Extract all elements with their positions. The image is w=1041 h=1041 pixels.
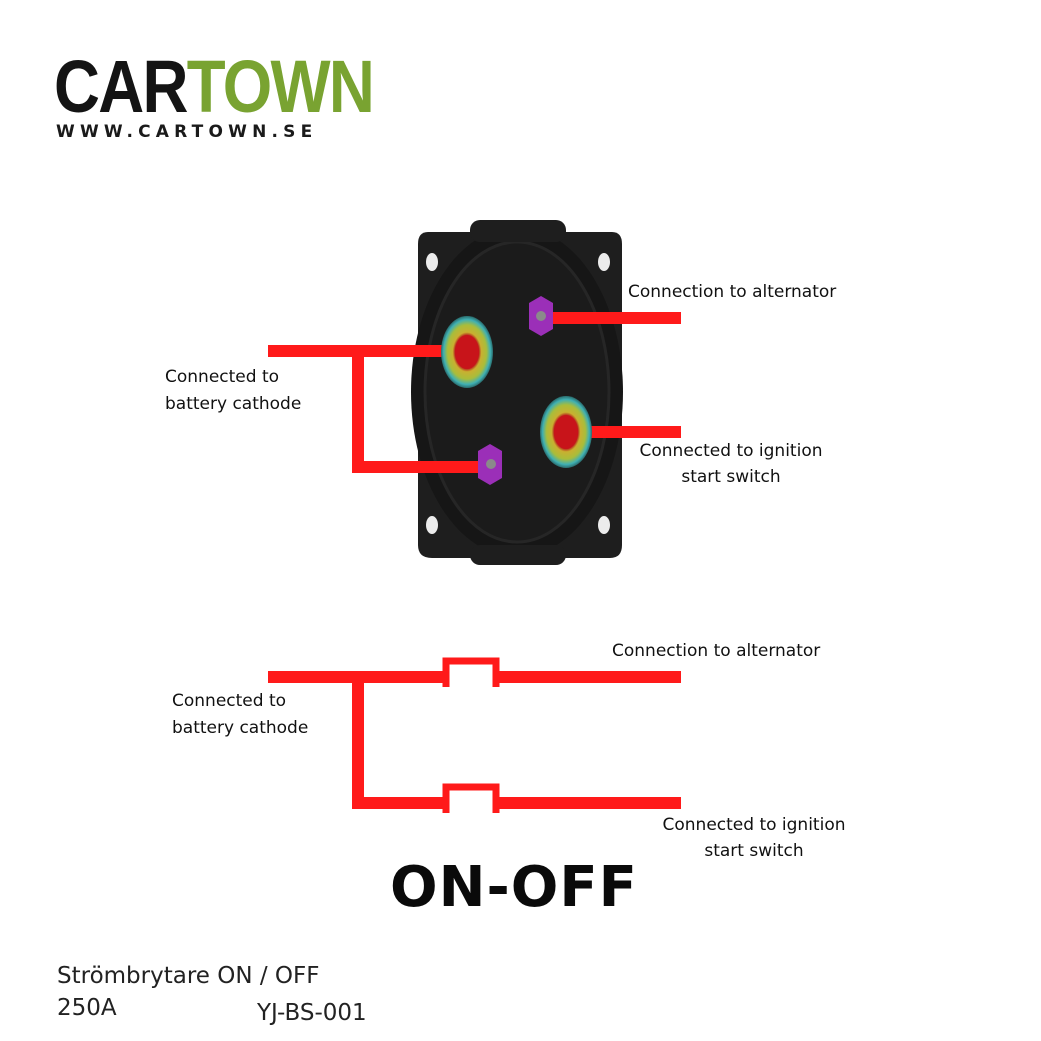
terminal-stud-icon xyxy=(441,316,493,388)
switch-body-icon xyxy=(411,220,623,565)
nut-icon xyxy=(529,296,553,336)
top-label-ignition-line1: Connected to ignition xyxy=(639,441,823,461)
product-rating: 250A xyxy=(57,995,117,1021)
top-label-battery-line2: battery cathode xyxy=(165,394,302,414)
schematic-label-ignition: Connected to ignition start switch xyxy=(643,812,865,864)
schematic-label-battery-line1: Connected to xyxy=(172,691,287,711)
nut-icon xyxy=(478,444,502,485)
top-label-battery-line1: Connected to xyxy=(165,367,280,387)
schematic-wires xyxy=(268,671,681,809)
switch-contact-upper xyxy=(442,657,500,687)
top-label-ignition-line2: start switch xyxy=(681,467,781,487)
switch-contact-lower xyxy=(442,783,500,813)
schematic-label-ignition-line2: start switch xyxy=(704,841,804,861)
cartown-logo: CARTOWN WWW.CARTOWN.SE xyxy=(54,50,375,150)
schematic-label-alternator: Connection to alternator xyxy=(612,641,821,661)
product-name: Strömbrytare ON / OFF xyxy=(57,963,320,989)
product-model: YJ-BS-001 xyxy=(257,1000,367,1026)
schematic-label-battery-line2: battery cathode xyxy=(172,718,309,738)
top-label-alternator: Connection to alternator xyxy=(628,282,837,302)
top-label-ignition: Connected to ignition start switch xyxy=(620,438,842,490)
logo-text-town: TOWN xyxy=(186,45,375,128)
terminal-stud-icon xyxy=(540,396,592,468)
schematic-label-ignition-line1: Connected to ignition xyxy=(662,815,846,835)
logo-text-car: CAR xyxy=(54,45,188,128)
mount-hole-icon xyxy=(426,253,610,534)
logo-wordmark: CARTOWN xyxy=(54,50,375,124)
mode-title: ON-OFF xyxy=(390,855,638,920)
logo-url: WWW.CARTOWN.SE xyxy=(56,122,318,142)
